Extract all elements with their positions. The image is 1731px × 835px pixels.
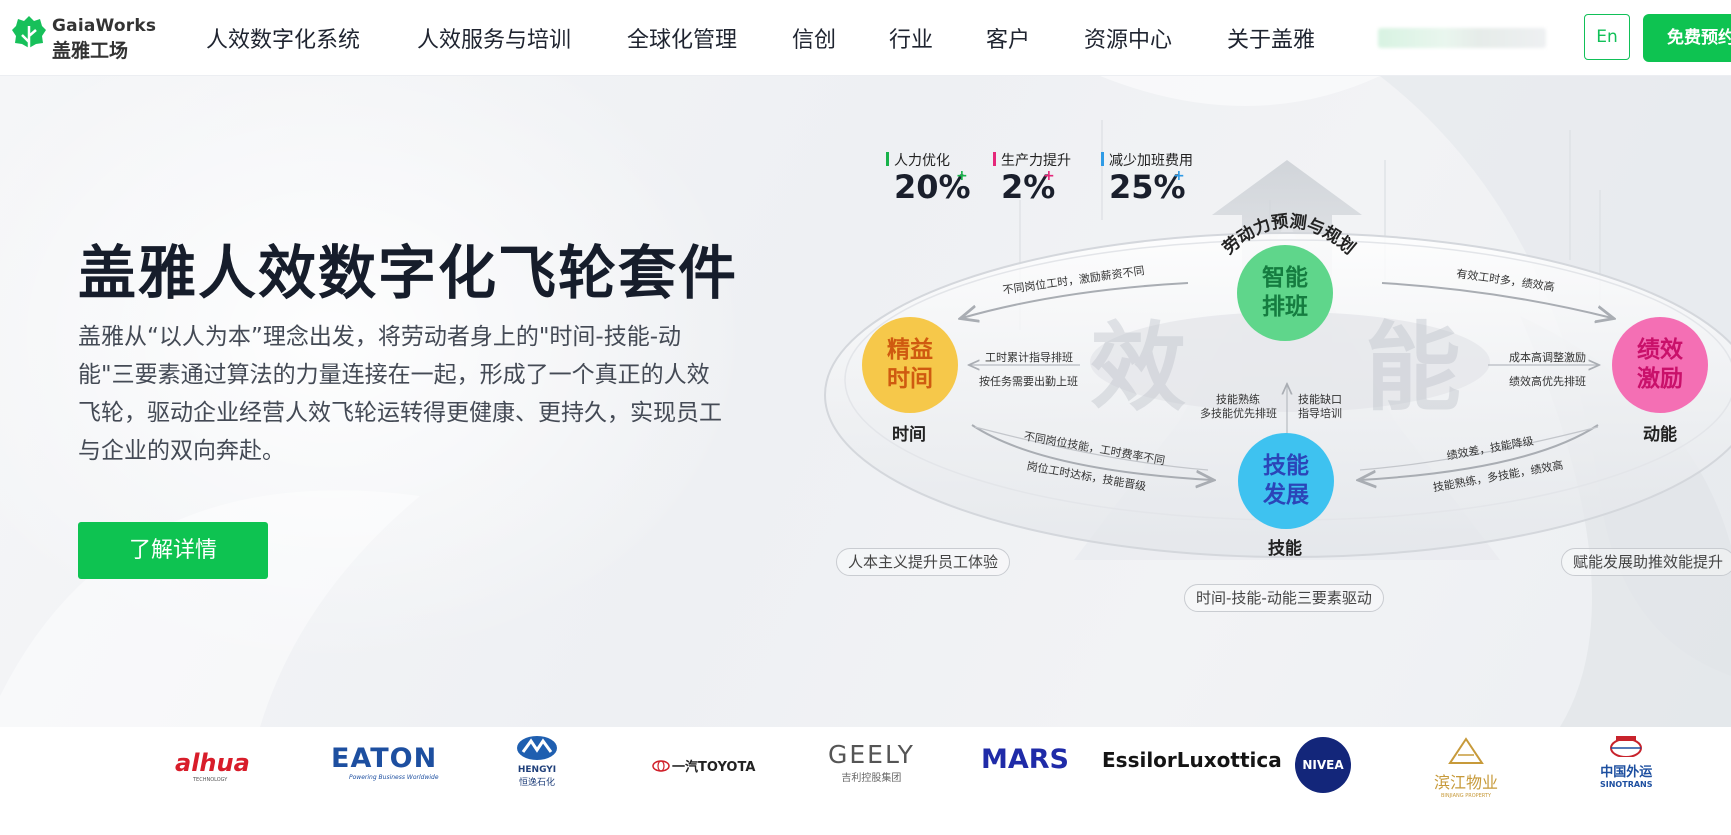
stat-label: 减少加班费用 [1109,153,1193,169]
client-logo-hengyi: HENGYI 恒逸石化 [514,735,560,788]
client-logo-mars: MARS [981,744,1070,775]
logo-text-en: GaiaWorks [52,16,157,36]
node-performance-incentive[interactable]: 绩效 激励 [1612,317,1708,413]
learn-more-button[interactable]: 了解详情 [78,522,268,579]
annotation-motivation-1: 成本高调整激励 [1509,351,1586,364]
language-switch-button[interactable]: En [1584,14,1630,60]
node-line1: 精益 [887,337,933,363]
client-logo-faw-toyota: 一汽TOYOTA [652,756,755,775]
node-smart-scheduling[interactable]: 智能 排班 [1237,245,1333,341]
stat-value: 25% [1109,168,1186,206]
annotation-time-2: 按任务需要出勤上班 [979,375,1078,388]
node-line2: 激励 [1637,366,1683,392]
stat-bar [993,152,996,166]
stat-bar [886,152,889,166]
pill-empowerment: 赋能发展助推效能提升 [1561,548,1731,576]
node-line1: 绩效 [1637,337,1683,363]
annotation-center-right-1: 技能缺口 [1298,393,1342,406]
client-logo-binjiang: 滨江物业 BINJIANG PROPERTY [1434,737,1498,799]
sinotrans-globe-icon [1610,736,1643,758]
annotation-time-1: 工时累计指导排班 [985,351,1073,364]
annotation-center-left-2: 多技能优先排班 [1200,407,1277,420]
stat-label: 人力优化 [894,153,950,169]
client-logo-sinotrans: 中国外运 SINOTRANS [1600,735,1653,789]
node-line2: 排班 [1262,294,1308,320]
client-logo-text: 一汽TOYOTA [672,760,756,775]
client-logo-text: HENGYI [517,765,557,775]
nav-item-xinchuang[interactable]: 信创 [792,28,837,53]
annotation-motivation-2: 绩效高优先排班 [1509,375,1586,388]
header: GaiaWorks 盖雅工场 人效数字化系统 人效服务与培训 全球化管理 信创 … [0,0,1731,76]
hengyi-emblem-icon [517,736,557,760]
client-logos-bar: alhua TECHNOLOGY EATON Powering Business… [0,727,1731,835]
annotation-center-right-2: 指导培训 [1298,407,1342,420]
client-logo-dahua: alhua TECHNOLOGY [175,749,250,783]
gaiaworks-tree-logo-icon [12,16,46,60]
node-label-skill: 技能 [1268,539,1302,559]
logo[interactable]: GaiaWorks 盖雅工场 [12,14,156,62]
stat-label: 生产力提升 [1001,153,1071,169]
nav-item-services-training[interactable]: 人效服务与培训 [417,28,572,53]
pill-humanism: 人本主义提升员工体验 [836,548,1011,576]
node-label-motivation: 动能 [1643,425,1677,445]
node-label-time: 时间 [892,425,926,445]
client-logo-subtext: 恒逸石化 [518,778,555,788]
plus-icon: + [1043,168,1055,184]
client-logo-subtext: BINJIANG PROPERTY [1440,793,1492,799]
node-line2: 发展 [1263,482,1309,508]
client-logo-nivea: NIVEA [1295,737,1351,793]
client-logo-text: alhua [175,749,250,777]
client-logo-subtext: TECHNOLOGY [193,777,228,783]
hero-description: 盖雅从“以人为本”理念出发，将劳动者身上的"时间-技能-动能"三要素通过算法的力… [78,324,722,464]
toyota-emblem-icon [652,759,670,772]
node-line2: 时间 [887,366,933,392]
nav-item-global-management[interactable]: 全球化管理 [627,28,738,53]
nav-item-about[interactable]: 关于盖雅 [1227,28,1316,53]
node-skill-development[interactable]: 技能 发展 [1238,433,1334,529]
hero-banner: 盖雅人效数字化飞轮套件 盖雅从“以人为本”理念出发，将劳动者身上的"时间-技能-… [0,76,1731,727]
client-logo-eaton: EATON Powering Business Worldwide [331,743,439,781]
hero-title: 盖雅人效数字化飞轮套件 [78,239,739,307]
free-trial-button[interactable]: 免费预约 [1643,14,1731,62]
nav-item-customers[interactable]: 客户 [986,28,1031,53]
annotation-center-left-1: 技能熟练 [1216,393,1260,406]
stat-value: 2% [1001,168,1056,206]
nav-item-hr-digital-system[interactable]: 人效数字化系统 [206,28,361,53]
node-lean-time[interactable]: 精益 时间 [862,317,958,413]
client-logo-text: 滨江物业 [1434,773,1499,792]
client-logo-text: GEELY [828,740,915,769]
stat-bar [1101,152,1104,166]
nav-item-industry[interactable]: 行业 [889,28,934,53]
plus-icon: + [956,168,968,184]
binjiang-emblem-icon [1448,737,1484,764]
logo-text-cn: 盖雅工场 [52,40,129,62]
node-line1: 技能 [1263,453,1309,479]
client-logo-subtext: SINOTRANS [1600,780,1653,789]
plus-icon: + [1173,168,1185,184]
phone-number-blurred[interactable] [1378,28,1546,48]
client-logo-text: EATON [331,743,438,774]
nav-item-resource-center[interactable]: 资源中心 [1084,28,1173,53]
client-logo-essilorluxottica: EssilorLuxottica [1102,748,1282,772]
client-logo-subtext: 吉利控股集团 [841,773,902,784]
bg-char-neng: 能 [1365,312,1461,424]
client-logo-geely: GEELY 吉利控股集团 [828,740,915,784]
client-logo-subtext: Powering Business Worldwide [349,774,439,781]
stat-value: 20% [894,168,971,206]
pill-three-elements: 时间-技能-动能三要素驱动 [1184,584,1384,612]
client-logo-text: 中国外运 [1600,765,1653,780]
bg-char-xiao: 效 [1090,312,1186,424]
node-line1: 智能 [1262,265,1308,291]
